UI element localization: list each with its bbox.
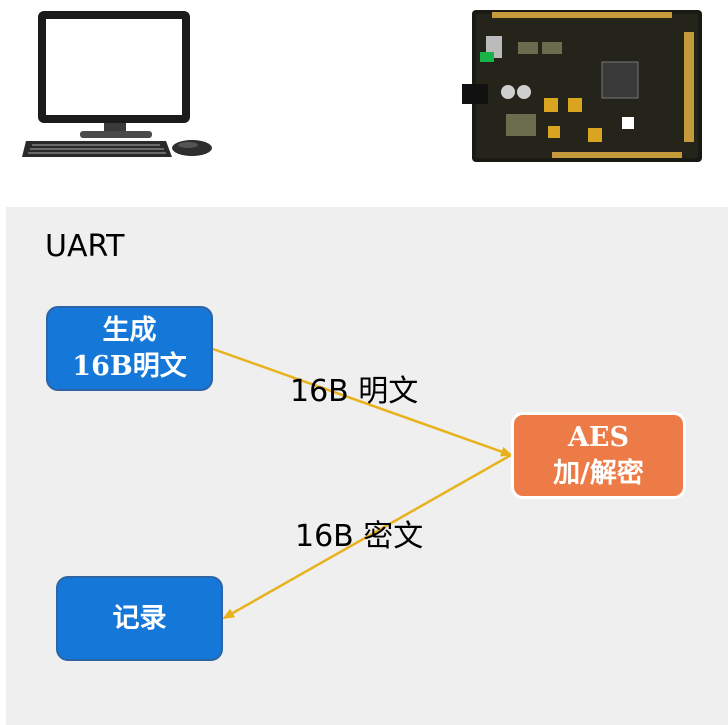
panel-label: UART — [45, 229, 125, 264]
plaintext-edge-label: 16B 明文 — [290, 374, 419, 409]
fpga-board-icon — [462, 10, 702, 162]
generate-plaintext-node: 生成 16B明文 — [46, 306, 213, 391]
aes-node: AES 加/解密 — [511, 412, 686, 499]
aes-node-line1: AES — [567, 421, 630, 453]
aes-node-line2: 加/解密 — [553, 457, 644, 489]
record-node: 记录 — [56, 576, 223, 661]
record-node-line1: 记录 — [112, 602, 167, 634]
desktop-computer-icon — [22, 11, 212, 157]
generate-node-line2: 16B明文 — [72, 350, 187, 382]
generate-node-line1: 生成 — [102, 314, 157, 346]
ciphertext-edge-label: 16B 密文 — [295, 519, 424, 554]
